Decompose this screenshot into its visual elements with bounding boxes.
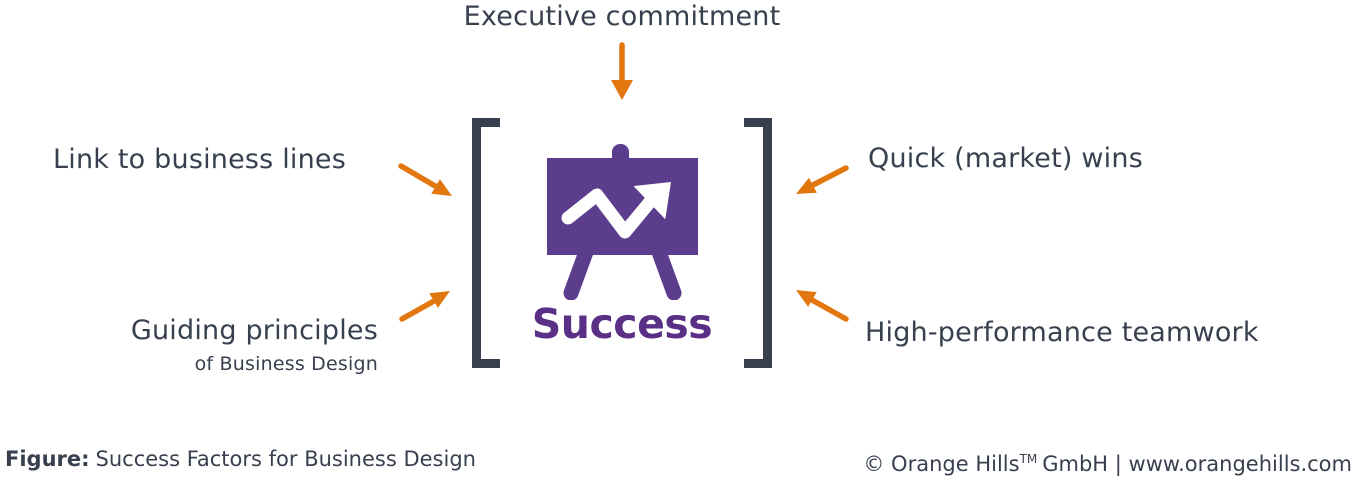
factor-high-performance-teamwork: High-performance teamwork <box>865 317 1259 348</box>
credit-website: GmbH | www.orangehills.com <box>1042 452 1352 476</box>
copyright-credit: © Orange HillsTM GmbH | www.orangehills.c… <box>863 445 1352 478</box>
figure-caption-title: Success Factors for Business Design <box>95 447 476 471</box>
left-bracket <box>472 118 500 368</box>
factor-link-to-business-lines: Link to business lines <box>53 144 347 175</box>
arrow-up-right-icon <box>399 291 450 322</box>
figure-caption: Figure:Success Factors for Business Desi… <box>5 445 476 473</box>
arrow-down-icon <box>611 42 633 100</box>
factor-guiding-principles-subtitle: of Business Design <box>194 353 378 375</box>
credit-company: © Orange Hills <box>863 452 1020 476</box>
arrow-up-left-icon <box>796 290 849 322</box>
factor-guiding-principles-label: Guiding principles <box>130 315 378 346</box>
arrow-down-right-icon <box>398 163 452 196</box>
factor-quick-market-wins: Quick (market) wins <box>868 143 1143 174</box>
right-bracket <box>744 118 772 368</box>
arrow-down-left-icon <box>796 165 849 194</box>
success-label: Success <box>531 300 713 348</box>
presentation-chart-icon <box>547 144 698 300</box>
figure-caption-prefix: Figure: <box>5 447 90 471</box>
trademark-superscript: TM <box>1019 452 1038 466</box>
factor-executive-commitment: Executive commitment <box>463 1 781 32</box>
factor-guiding-principles: Guiding principles of Business Design <box>131 315 378 376</box>
